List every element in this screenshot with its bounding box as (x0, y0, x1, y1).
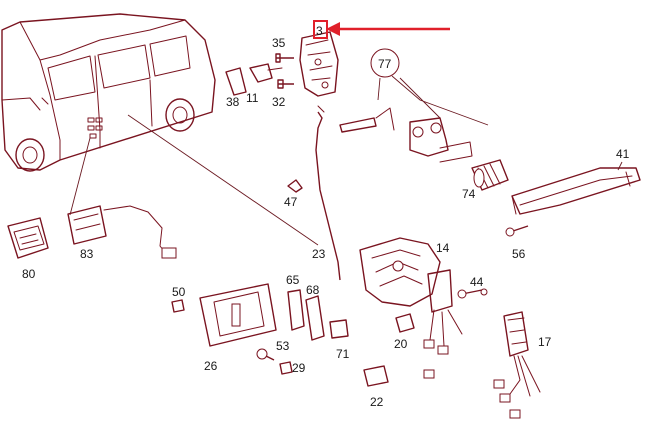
part-32-screw (277, 79, 294, 89)
label-3: 3 (316, 24, 323, 38)
part-83-switch (67, 205, 177, 259)
part-22-block (363, 365, 389, 387)
label-17: 17 (538, 335, 552, 349)
part-3-lock (299, 31, 339, 97)
label-44: 44 (470, 275, 484, 289)
label-11: 11 (246, 91, 259, 105)
part-65-plate (287, 289, 305, 331)
label-50: 50 (172, 285, 186, 299)
leader-van-to-lock (127, 114, 319, 246)
label-29: 29 (292, 361, 306, 375)
label-77: 77 (378, 57, 392, 71)
part-41-handle (511, 161, 641, 215)
label-41: 41 (616, 147, 630, 161)
label-53: 53 (276, 339, 290, 353)
part-26-frame (199, 283, 277, 347)
part-53-screw (256, 348, 275, 361)
label-14: 14 (436, 241, 450, 255)
part-77-link (339, 107, 473, 163)
label-65: 65 (286, 273, 300, 287)
part-50-clip (171, 299, 185, 313)
part-47-clip (287, 179, 303, 193)
part-56-screw (505, 225, 529, 237)
part-80-housing (7, 217, 49, 259)
label-47: 47 (284, 195, 298, 209)
label-32: 32 (272, 95, 286, 109)
label-22: 22 (370, 395, 384, 409)
part-77-circle (370, 48, 400, 78)
part-14-actuator (359, 237, 463, 379)
label-23: 23 (312, 247, 326, 261)
label-26: 26 (204, 359, 218, 373)
leader-van-to-switch (69, 137, 91, 216)
part-20-bracket (395, 313, 415, 333)
label-83: 83 (80, 247, 94, 261)
part-23-rod (315, 111, 341, 281)
label-35: 35 (272, 36, 286, 50)
part-35-screw (275, 53, 294, 63)
part-38-plate (225, 67, 247, 96)
pointer-arrowhead (326, 22, 340, 36)
part-17-switch (493, 311, 541, 419)
label-71: 71 (336, 347, 350, 361)
label-68: 68 (306, 283, 320, 297)
part-number-labels: 3 35 38 11 32 77 41 74 56 47 23 14 44 17… (22, 24, 630, 409)
part-44-screw (457, 288, 488, 299)
part-71-clip (329, 319, 349, 339)
part-74-cylinder (471, 159, 509, 191)
label-38: 38 (226, 95, 240, 109)
label-74: 74 (462, 187, 476, 201)
label-20: 20 (394, 337, 408, 351)
part-11-bolt (249, 63, 283, 83)
part-29-clip (279, 361, 293, 375)
label-56: 56 (512, 247, 526, 261)
label-80: 80 (22, 267, 36, 281)
part-68-plate (305, 295, 325, 341)
van-illustration (1, 13, 216, 172)
